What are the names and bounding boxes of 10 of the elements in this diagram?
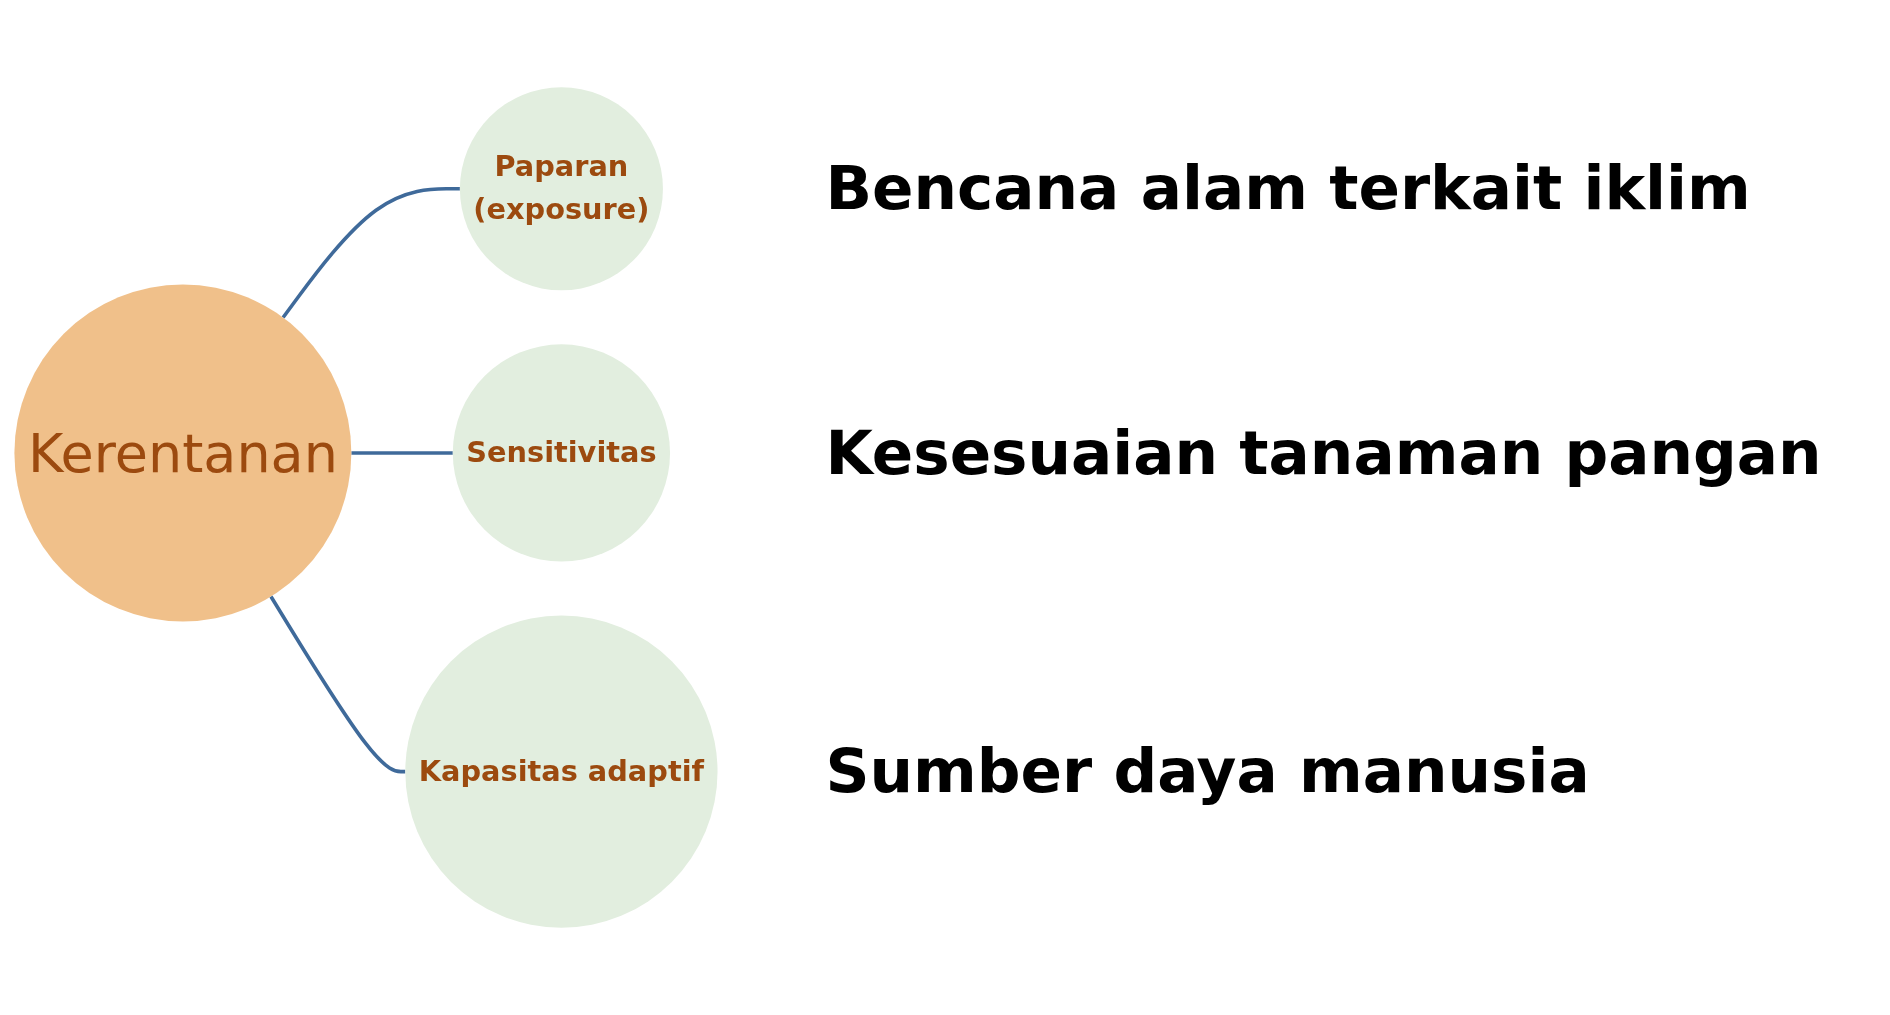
node-circle bbox=[459, 87, 663, 291]
node-label: Sumber daya manusia bbox=[825, 734, 1590, 807]
connector bbox=[351, 451, 453, 455]
connector bbox=[281, 187, 460, 319]
node-label: Bencana alam terkait iklim bbox=[825, 151, 1751, 224]
connector bbox=[269, 595, 406, 774]
node-circle bbox=[452, 344, 671, 562]
node-circle bbox=[14, 284, 352, 622]
node-label: Kesesuaian tanaman pangan bbox=[825, 416, 1822, 488]
node-circle bbox=[405, 615, 718, 928]
